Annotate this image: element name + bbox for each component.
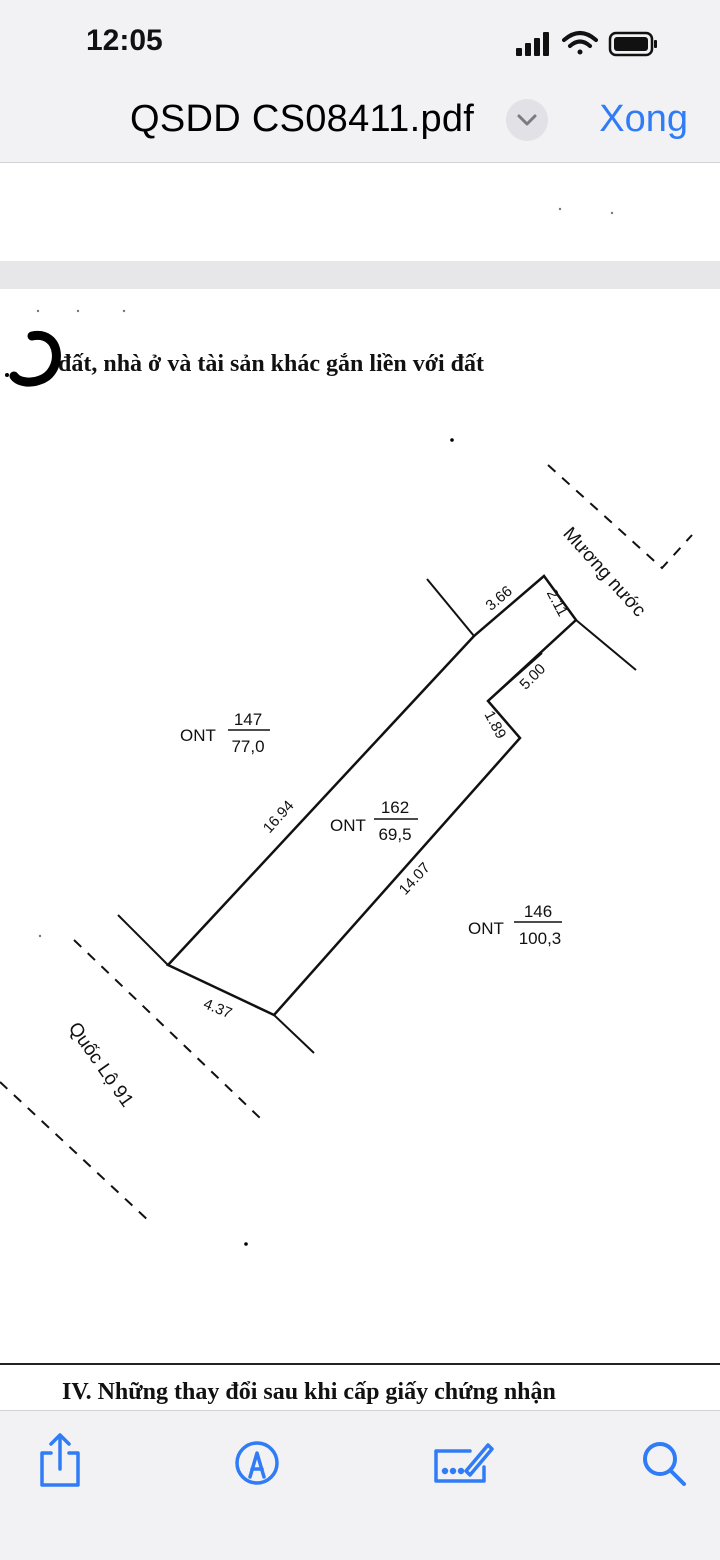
wifi-icon [562,31,598,55]
svg-text:69,5: 69,5 [378,825,411,844]
battery-icon [608,31,657,57]
parcel-162-outline[interactable] [165,574,578,1017]
status-time: 12:05 [86,24,163,57]
canal-boundary [547,464,693,570]
edge-4-37: 4.37 [201,995,234,1022]
svg-text:ONT: ONT [180,726,216,745]
document-page[interactable]: đất, nhà ở và tài sản khác gắn liền với … [0,289,720,1410]
markup-button[interactable] [229,1431,285,1491]
section-iv-heading: IV. Những thay đổi sau khi cấp giấy chứn… [62,1379,556,1405]
previous-page [0,163,720,261]
navigation-bar: QSDD CS08411.pdf Xong [0,88,720,163]
markup-pen-icon [235,1441,279,1485]
title-menu-button[interactable] [506,99,548,141]
status-bar: 12:05 [0,0,720,88]
edge-3-66: 3.66 [482,583,515,615]
signature-icon [434,1443,494,1483]
svg-text:77,0: 77,0 [231,737,264,756]
page-separator [0,261,720,289]
svg-text:147: 147 [234,710,262,729]
search-button[interactable] [636,1431,692,1491]
road-boundary [0,939,261,1223]
signature-button[interactable] [428,1431,498,1491]
cadastral-map: ONT 147 77,0 ONT 162 69,5 ONT 146 100,3 … [0,309,693,1246]
parcel-label-146: ONT 146 100,3 [468,902,562,948]
edge-1-89: 1.89 [481,708,510,742]
share-button[interactable] [32,1431,88,1491]
svg-text:100,3: 100,3 [519,929,562,948]
document-title[interactable]: QSDD CS08411.pdf [130,98,475,140]
svg-text:ONT: ONT [468,919,504,938]
svg-text:146: 146 [524,902,552,921]
parcel-extension-lines [117,578,637,1054]
search-icon [643,1442,686,1486]
page-specks [558,207,614,215]
done-button[interactable]: Xong [599,98,688,140]
canal-label: Mương nước [559,523,650,621]
parcel-inner-edge [487,652,543,702]
edge-2-11: 2.11 [543,586,571,619]
chevron-down-icon [517,114,537,126]
edge-14-07: 14.07 [396,859,434,898]
share-icon [40,1433,80,1487]
scan-mark [5,309,454,1246]
svg-text:162: 162 [381,798,409,817]
section-heading: đất, nhà ở và tài sản khác gắn liền với … [58,351,484,377]
road-label: Quốc Lộ 91 [64,1019,138,1112]
section-divider [0,1363,720,1365]
bottom-toolbar [0,1410,720,1560]
svg-text:ONT: ONT [330,816,366,835]
status-icons [516,31,657,57]
parcel-label-162: ONT 162 69,5 [330,798,418,844]
edge-5-00: 5.00 [516,660,549,693]
cellular-signal-icon [516,32,549,56]
parcel-label-147: ONT 147 77,0 [180,710,270,756]
